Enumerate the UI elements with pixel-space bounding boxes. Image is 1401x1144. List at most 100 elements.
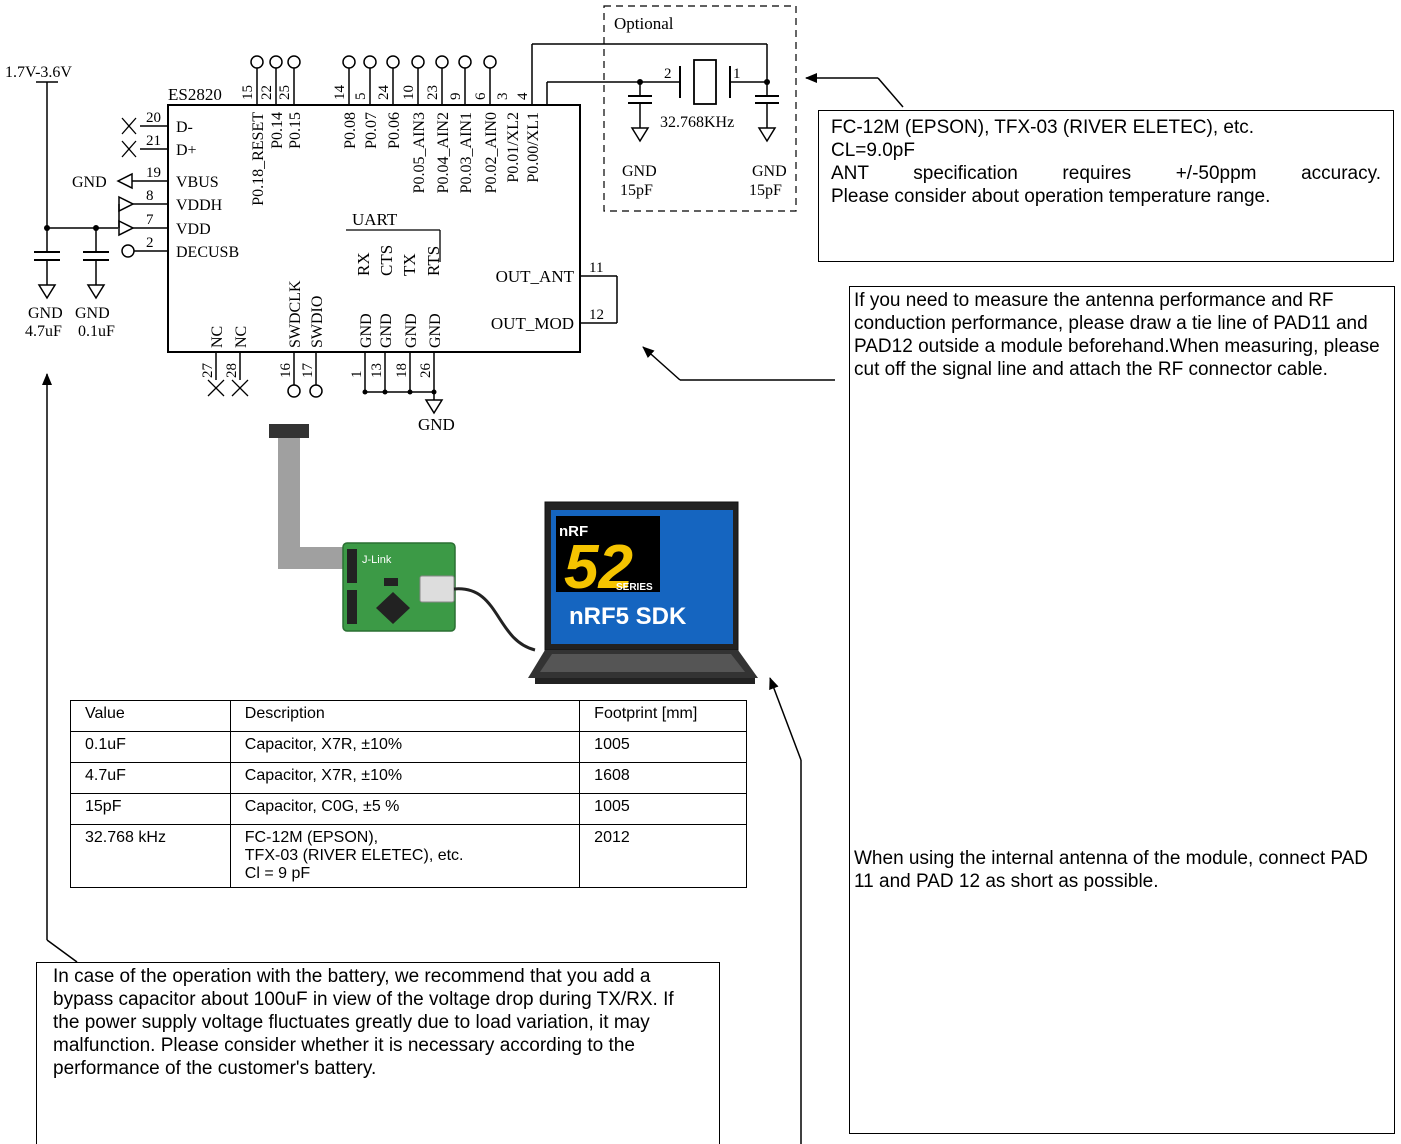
cap-gnd-label-1: GND bbox=[28, 305, 63, 322]
bottom-pin-number: 16 bbox=[278, 363, 294, 379]
bom-cell-description: Capacitor, X7R, ±10% bbox=[229, 762, 581, 794]
bottom-pin: 16 SWDCLK bbox=[278, 280, 304, 398]
bom-cell-footprint: 1005 bbox=[579, 793, 747, 825]
uart-signal: RX bbox=[354, 252, 373, 276]
battery-note-text: In case of the operation with the batter… bbox=[53, 966, 674, 1079]
crystal-note: FC-12M (EPSON), TFX-03 (RIVER ELETEC), e… bbox=[818, 110, 1394, 262]
top-pin: 6P0.02_AIN0 bbox=[473, 55, 500, 193]
left-pin-name: VBUS bbox=[176, 174, 219, 191]
bottom-pin-number: 17 bbox=[300, 363, 316, 379]
top-pin-number: 6 bbox=[473, 92, 489, 100]
xtal-cap-gnd-1: GND bbox=[622, 163, 657, 180]
top-pin-number: 4 bbox=[515, 92, 531, 100]
uart-signal: CTS bbox=[377, 245, 396, 276]
xtal-cap-value-1: 15pF bbox=[620, 182, 653, 199]
bottom-pin-number: 18 bbox=[394, 363, 410, 378]
crystal-note-line-4: Please consider about operation temperat… bbox=[831, 186, 1271, 207]
bom-description-line: Capacitor, X7R, ±10% bbox=[244, 736, 403, 753]
bottom-pin-name: SWDCLK bbox=[287, 280, 304, 348]
logo-series: SERIES bbox=[616, 582, 653, 593]
bottom-pin-name: GND bbox=[427, 313, 444, 348]
cap-gnd-label-2: GND bbox=[75, 305, 110, 322]
swd-header bbox=[269, 424, 309, 438]
bom-cell-footprint: 2012 bbox=[579, 824, 747, 888]
bom-description-line: Capacitor, C0G, ±5 % bbox=[244, 798, 400, 815]
top-pin-name: P0.07 bbox=[363, 112, 380, 149]
bottom-pin-name: NC bbox=[209, 326, 226, 348]
bom-cell-value: 4.7uF bbox=[70, 762, 231, 794]
top-pin-number: 25 bbox=[277, 85, 293, 100]
bottom-gnd-label: GND bbox=[418, 415, 455, 434]
bottom-pin-name: GND bbox=[403, 313, 420, 348]
nrf52-logo bbox=[556, 516, 660, 592]
bom-description-line: FC-12M (EPSON), bbox=[244, 829, 379, 846]
bottom-pin: 1 GND bbox=[349, 313, 375, 395]
crystal-note-line-1: FC-12M (EPSON), TFX-03 (RIVER ELETEC), e… bbox=[831, 117, 1255, 138]
left-pin-name: DECUSB bbox=[176, 244, 239, 261]
right-pin-number: 12 bbox=[589, 307, 604, 323]
crystal-note-line-2: CL=9.0pF bbox=[831, 140, 915, 161]
cap-value-4.7uf: 4.7uF bbox=[25, 323, 62, 340]
bottom-pin-number: 26 bbox=[418, 363, 434, 379]
bom-description-line: Cl = 9 pF bbox=[244, 865, 311, 882]
left-pin-name: VDD bbox=[176, 221, 211, 238]
jlink-label: J-Link bbox=[362, 554, 392, 566]
left-pin-number: 8 bbox=[146, 188, 154, 204]
right-pin-name: OUT_MOD bbox=[491, 314, 574, 333]
bottom-pin-number: 1 bbox=[349, 371, 365, 379]
left-pin-name: D+ bbox=[176, 142, 197, 159]
bom-cell-footprint: 1005 bbox=[579, 731, 747, 763]
left-pin-number: 20 bbox=[146, 110, 161, 126]
bom-header-row: Value Description Footprint [mm] bbox=[70, 700, 747, 732]
right-pin-number: 11 bbox=[589, 260, 603, 276]
top-pin-name: P0.14 bbox=[269, 112, 286, 149]
top-pin-name: P0.08 bbox=[342, 112, 359, 149]
bottom-pin-name: NC bbox=[233, 326, 250, 348]
battery-note: In case of the operation with the batter… bbox=[36, 962, 720, 1144]
crystal-pin1: 1 bbox=[733, 66, 741, 82]
bottom-pin-number: 27 bbox=[200, 363, 216, 379]
top-pin-number: 10 bbox=[401, 85, 417, 100]
optional-crystal-box bbox=[603, 5, 797, 212]
top-pin-number: 15 bbox=[240, 85, 256, 100]
left-pin-number: 19 bbox=[146, 165, 161, 181]
top-pin-name: P0.05_AIN3 bbox=[411, 112, 428, 193]
xtal-cap-value-2: 15pF bbox=[749, 182, 782, 199]
top-pin-number: 24 bbox=[376, 85, 392, 101]
bom-description-line: Capacitor, X7R, ±10% bbox=[244, 767, 403, 784]
vbus-gnd-label: GND bbox=[72, 174, 107, 191]
internal-antenna-note: When using the internal antenna of the m… bbox=[854, 848, 1369, 892]
bottom-pin-name: SWDIO bbox=[309, 296, 326, 348]
top-pin: 9P0.03_AIN1 bbox=[448, 55, 475, 193]
sdk-label: nRF5 SDK bbox=[569, 603, 687, 630]
top-pin-name: P0.01/XL2 bbox=[505, 112, 522, 183]
supply-voltage-label: 1.7V-3.6V bbox=[5, 64, 72, 81]
chip-name: ES2820 bbox=[168, 85, 222, 104]
top-pin-number: 5 bbox=[353, 93, 369, 101]
crystal-frequency: 32.768KHz bbox=[660, 114, 734, 131]
laptop: nRF 52 SERIES nRF5 SDK bbox=[528, 501, 758, 684]
top-pin-name: P0.04_AIN2 bbox=[435, 112, 452, 193]
top-pin: 4P0.00/XL1 bbox=[515, 92, 548, 183]
xtal-cap-gnd-2: GND bbox=[752, 163, 787, 180]
bottom-pin-name: GND bbox=[358, 313, 375, 348]
crystal-note-line-3: ANT specification requires +/-50ppm accu… bbox=[831, 163, 1381, 184]
top-pin: 5P0.07 bbox=[353, 55, 380, 149]
left-pin-name: VDDH bbox=[176, 197, 223, 214]
uart-label: UART bbox=[352, 210, 398, 229]
bottom-pin: 27 NC bbox=[200, 326, 226, 397]
top-pin-name: P0.03_AIN1 bbox=[458, 112, 475, 193]
bom-description-line: TFX-03 (RIVER ELETEC), etc. bbox=[244, 847, 464, 864]
bottom-pin-number: 13 bbox=[369, 363, 385, 378]
uart-signal: TX bbox=[400, 253, 419, 276]
